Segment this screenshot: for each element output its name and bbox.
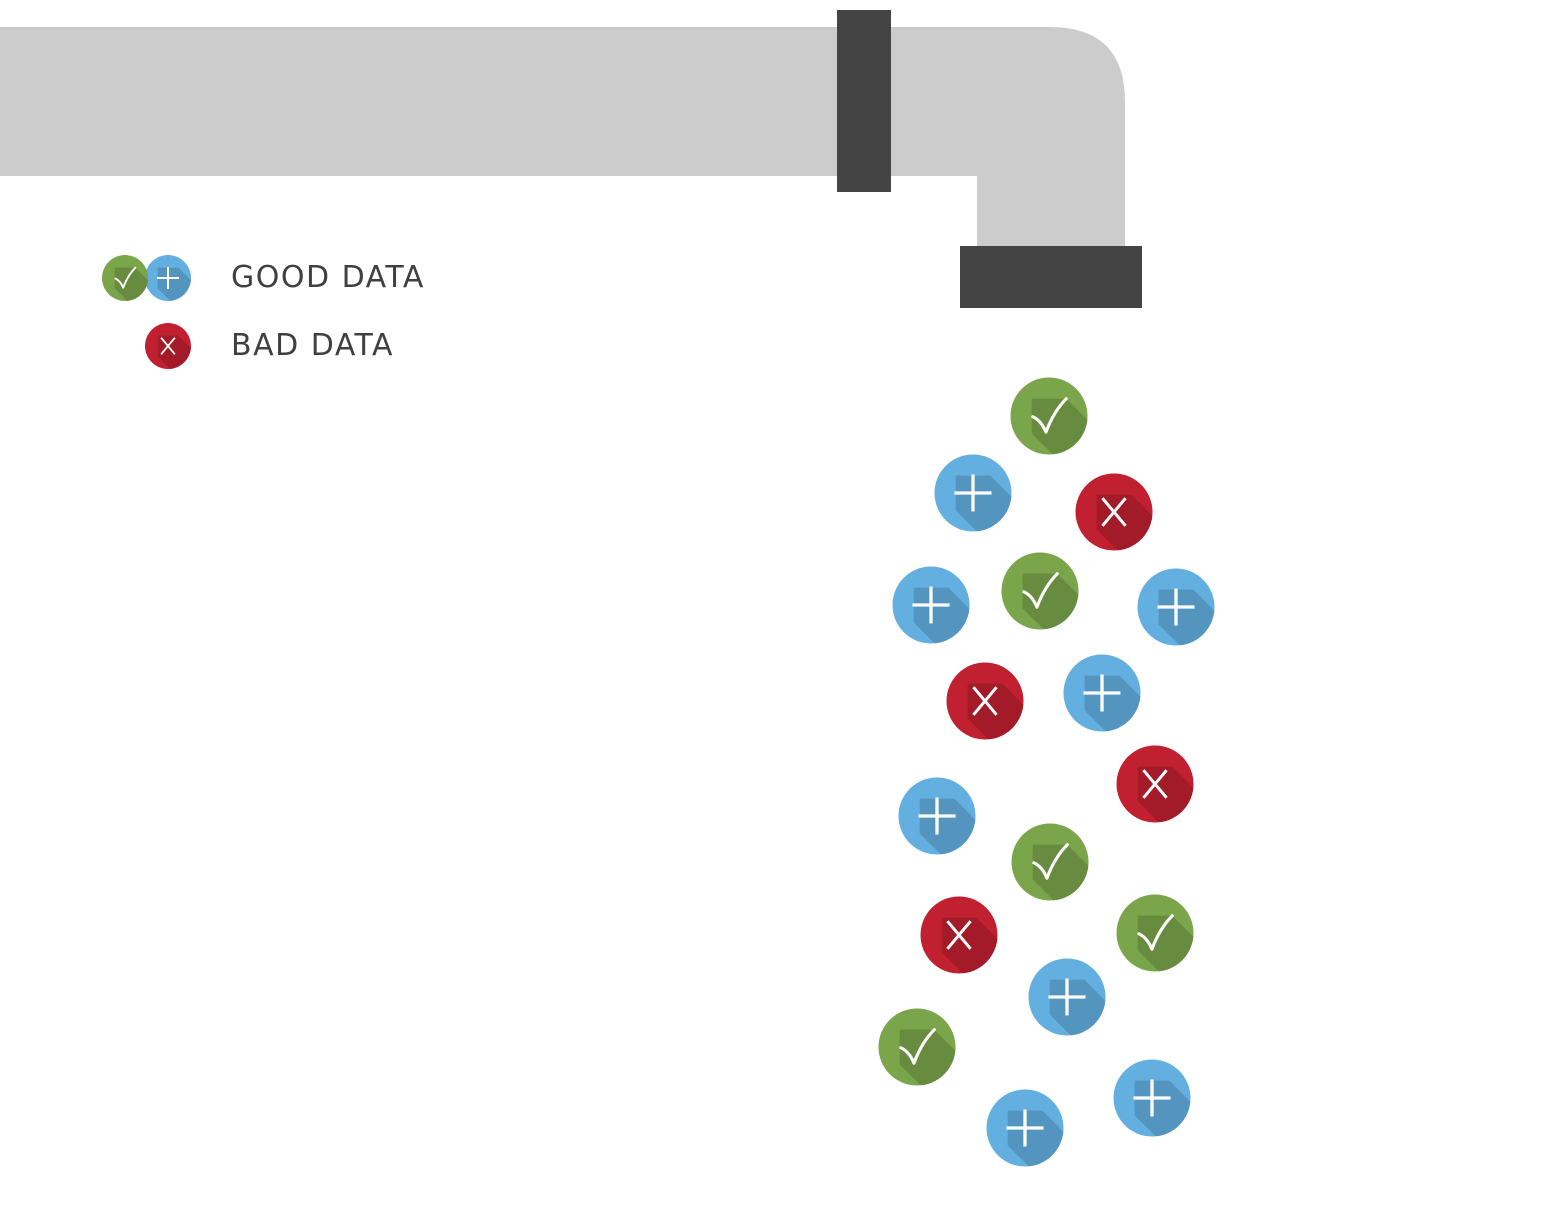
legend [102, 255, 191, 369]
check-icon [1022, 572, 1059, 609]
drop-check-13-shadow [1137, 915, 1194, 972]
drop-x-7 [946, 662, 1024, 740]
legend-bad-icons [145, 323, 191, 369]
drop-check-13 [1116, 894, 1194, 972]
drop-plus-10 [898, 777, 976, 855]
plus-icon [918, 797, 956, 835]
plus-icon [1133, 1079, 1171, 1117]
check-icon [899, 1028, 936, 1065]
legend-x [145, 323, 191, 369]
x-icon [1142, 769, 1168, 799]
legend-bad-label: BAD DATA [231, 328, 395, 363]
pipe-coupling [837, 10, 891, 192]
drop-plus-16 [1113, 1059, 1191, 1137]
x-icon [972, 686, 998, 716]
data-drops [878, 377, 1215, 1167]
plus-icon [1083, 674, 1121, 712]
plus-icon [912, 586, 950, 624]
plus-icon [156, 266, 180, 290]
check-icon [1031, 397, 1068, 434]
check-icon [1137, 914, 1174, 951]
x-icon [160, 337, 176, 355]
plus-icon [1157, 588, 1195, 626]
drop-x-9 [1116, 745, 1194, 823]
x-icon [946, 920, 972, 950]
legend-good-label: GOOD DATA [231, 260, 425, 295]
legend-plus [145, 255, 191, 301]
drop-plus-17 [986, 1089, 1064, 1167]
drop-plus-6 [1137, 568, 1215, 646]
faucet-nozzle [960, 246, 1142, 308]
plus-icon [1006, 1109, 1044, 1147]
pipe [0, 10, 1142, 308]
plus-icon [1048, 978, 1086, 1016]
plus-icon [954, 474, 992, 512]
x-icon [1101, 497, 1127, 527]
legend-good-icons [102, 255, 191, 301]
check-icon [1032, 843, 1069, 880]
pipe-body [0, 27, 1125, 250]
check-icon [114, 266, 137, 289]
